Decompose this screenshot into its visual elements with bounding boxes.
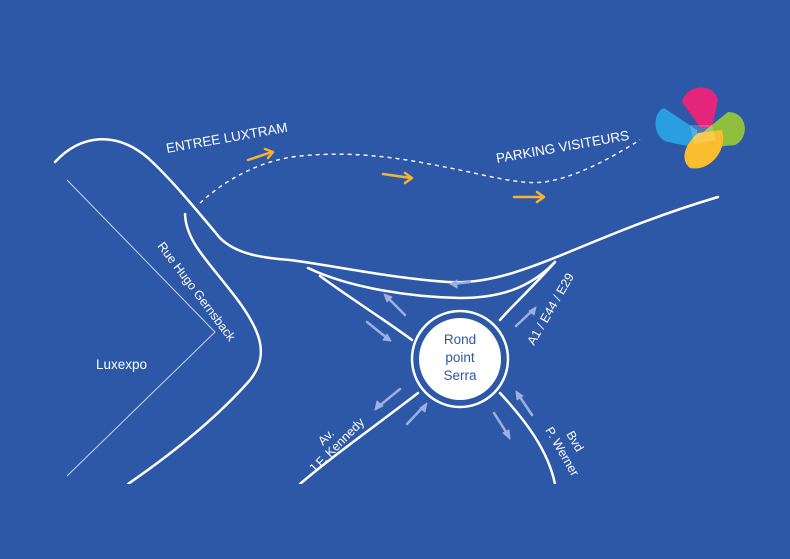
av-kennedy-road [298, 391, 420, 484]
main-road-upper [53, 137, 720, 284]
roundabout-right-arm [498, 260, 557, 322]
label-parking-visiteurs: PARKING VISITEURS [495, 128, 630, 166]
label-av-line2: J.F. Kennedy [306, 415, 368, 477]
luxtram-arrow-1 [246, 147, 275, 162]
roundabout-left-arm [318, 274, 414, 342]
roundabout-center [419, 318, 501, 400]
roundabout-label-line1: Rond [444, 332, 476, 347]
bvd-werner-road [498, 391, 557, 484]
luxtram-arrow-2 [381, 171, 414, 185]
traffic-arrow-kennedy-in [405, 402, 428, 426]
four-petal-logo [655, 87, 745, 169]
traffic-arrow-werner-out [492, 411, 511, 440]
traffic-arrow-right-in [514, 306, 537, 328]
label-luxexpo: Luxexpo [96, 357, 147, 372]
traffic-arrow-left-in [365, 320, 392, 342]
traffic-arrow-werner-in [515, 390, 534, 417]
rue-hugo-gernsback-road [126, 212, 263, 484]
luxtram-arrow-3 [512, 190, 546, 204]
traffic-arrow-kennedy-out [374, 387, 402, 411]
luxexpo-outline [66, 179, 216, 477]
traffic-arrow-left-out [383, 293, 407, 317]
luxtram-path [199, 139, 641, 204]
roundabout-label-line3: Serra [443, 368, 477, 383]
traffic-arrow-top [449, 279, 472, 289]
roundabout-label-line2: point [445, 350, 475, 365]
label-rue-hugo-gernsback: Rue Hugo Gernsback [155, 239, 239, 344]
main-road-lower [306, 260, 557, 300]
roundabout-ring [410, 309, 510, 409]
